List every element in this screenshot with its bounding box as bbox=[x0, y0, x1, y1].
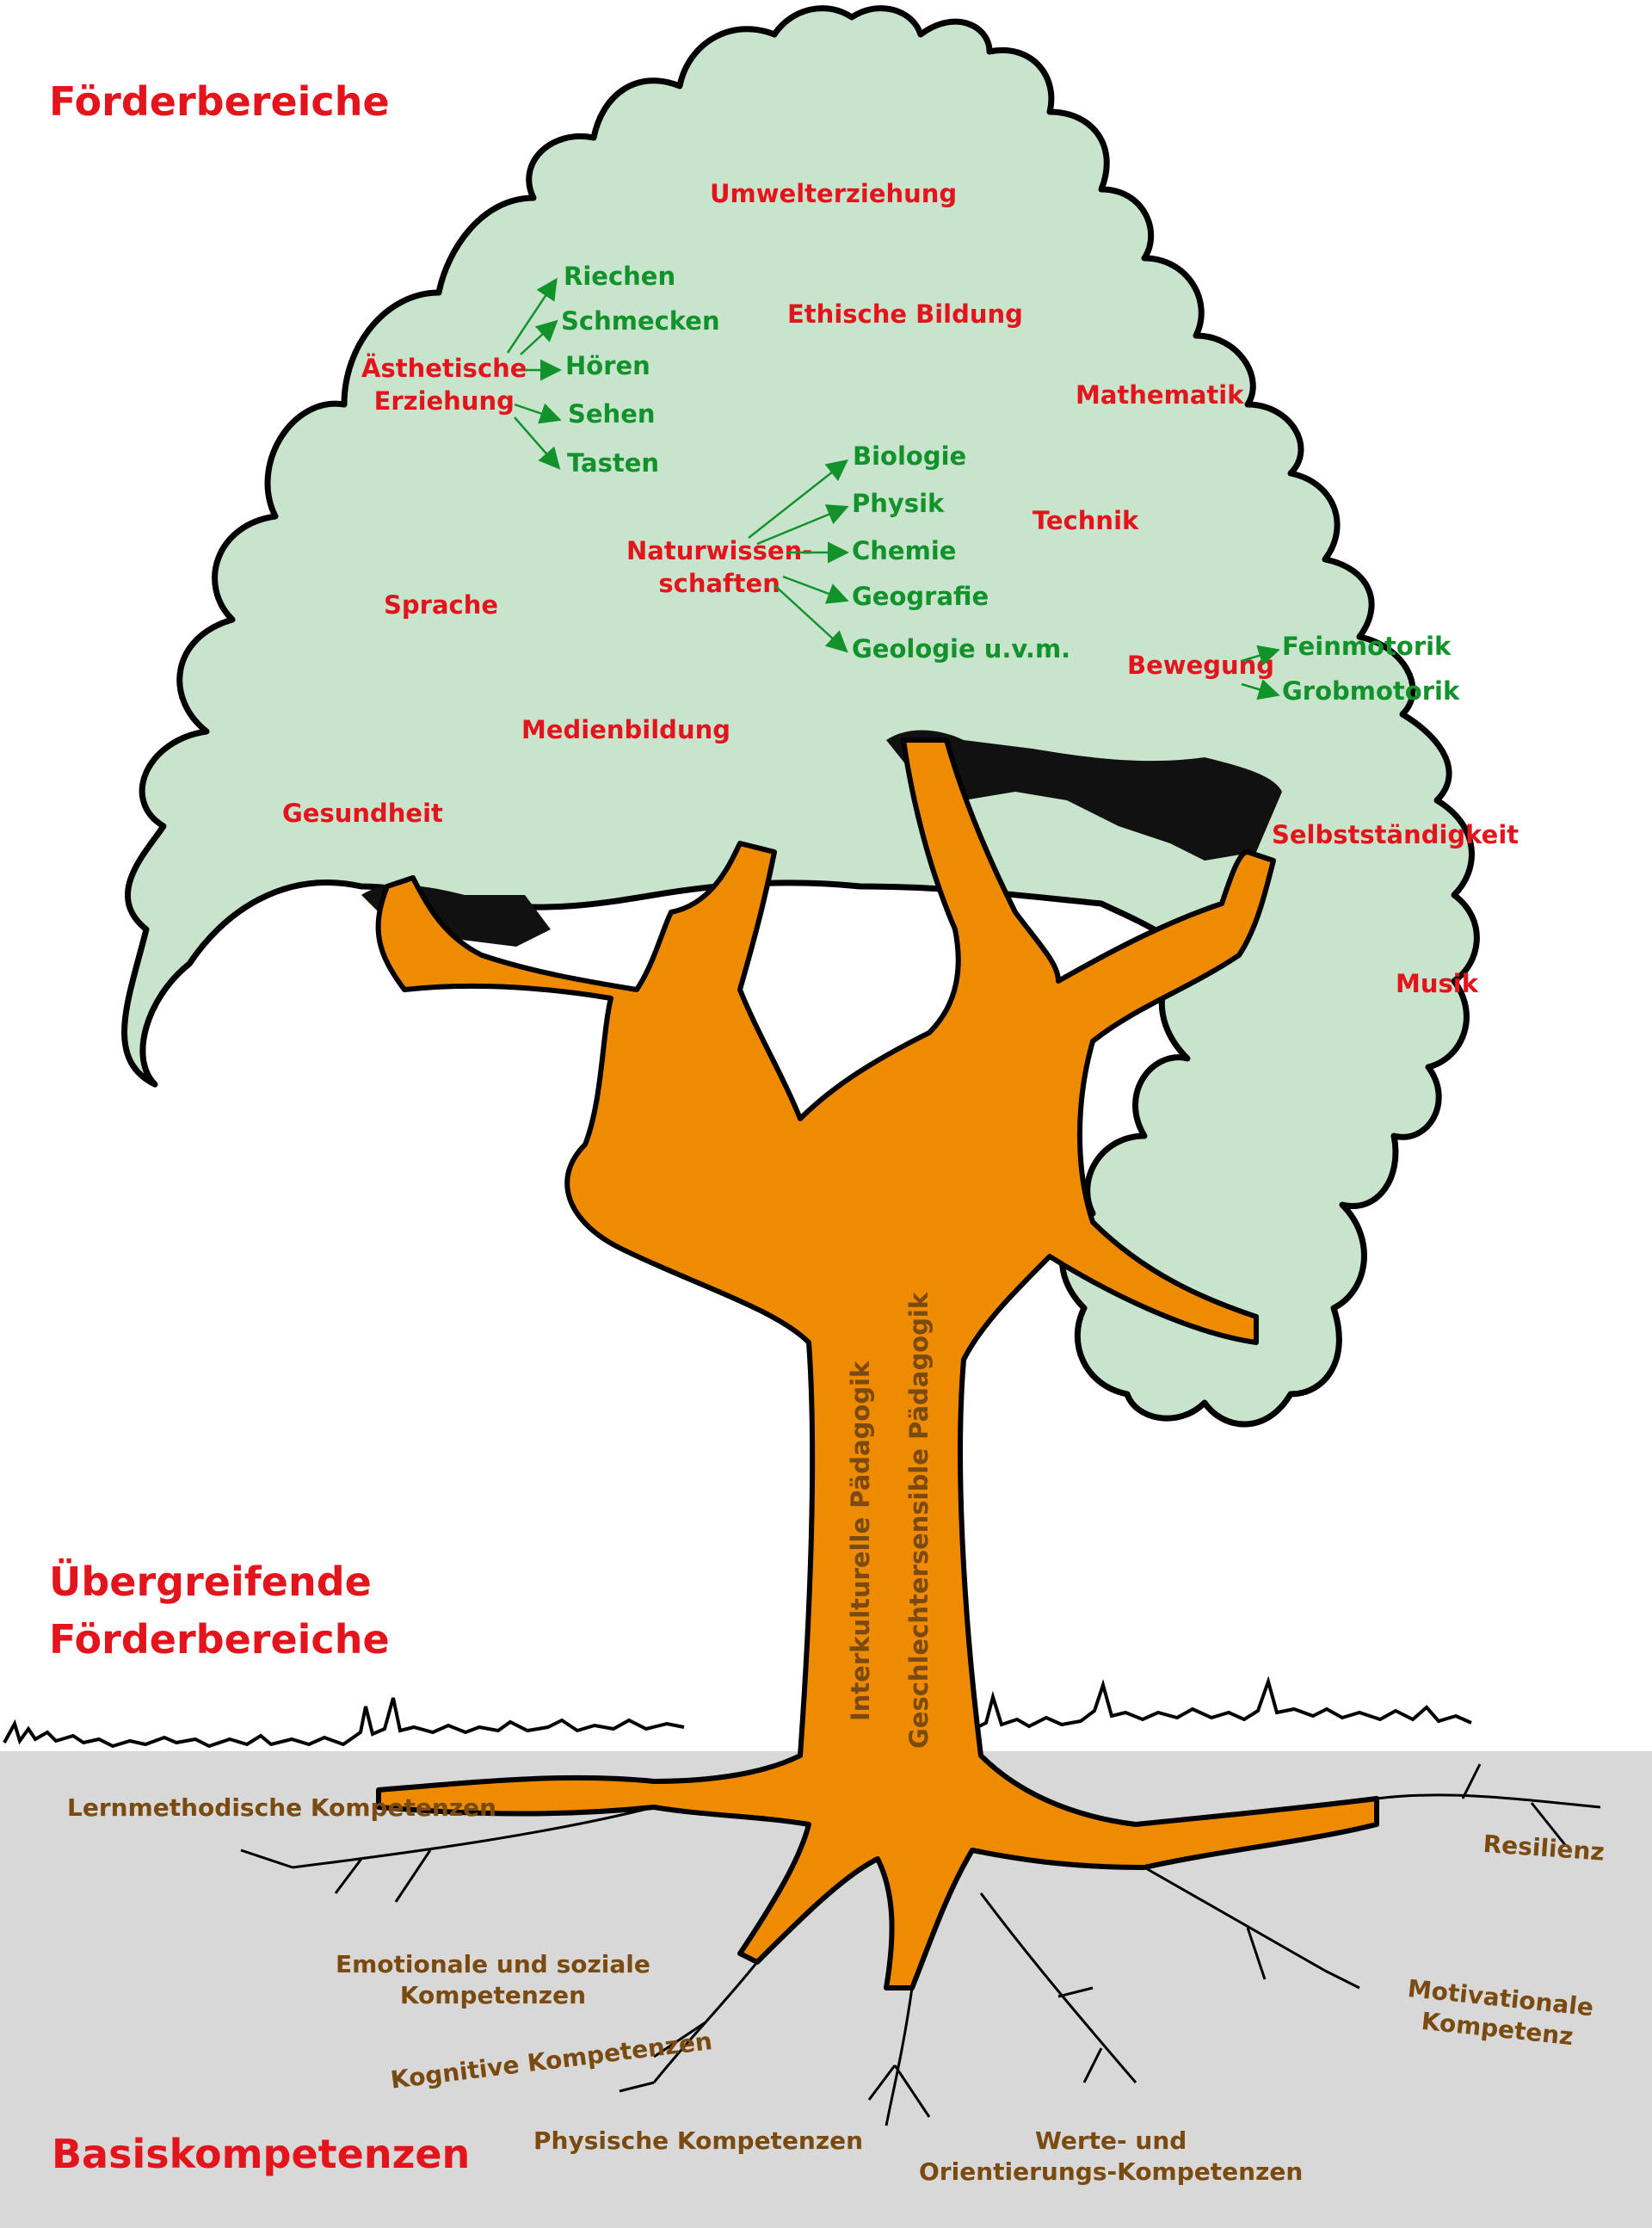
motor-grobmotorik: Grobmotorik bbox=[1282, 676, 1459, 708]
area-aesthetische-line2: Erziehung bbox=[361, 386, 527, 418]
root-emo-line1: Emotionale und soziale bbox=[336, 1949, 650, 1980]
science-biologie: Biologie bbox=[853, 441, 966, 473]
science-geografie: Geografie bbox=[852, 581, 989, 614]
area-selbststaendigkeit: Selbstständigkeit bbox=[1272, 819, 1519, 852]
science-geologie: Geologie u.v.m. bbox=[852, 633, 1070, 666]
root-physische: Physische Kompetenzen bbox=[533, 2126, 863, 2157]
section-title-uebergreifend: Übergreifende bbox=[49, 1553, 372, 1611]
area-bewegung: Bewegung bbox=[1127, 650, 1274, 682]
area-naturwissenschaften: Naturwissen- schaften bbox=[626, 535, 812, 600]
root-emo-line2: Kompetenzen bbox=[336, 1980, 650, 2011]
area-natur-line1: Naturwissen- bbox=[626, 535, 812, 568]
grass-line bbox=[4, 1682, 1471, 1746]
area-ethische-bildung: Ethische Bildung bbox=[787, 299, 1023, 331]
area-aesthetische-line1: Ästhetische bbox=[361, 353, 527, 386]
sense-tasten: Tasten bbox=[567, 447, 659, 480]
root-werte-line1: Werte- und bbox=[919, 2126, 1303, 2157]
area-umwelterziehung: Umwelterziehung bbox=[710, 178, 957, 211]
sense-sehen: Sehen bbox=[568, 398, 656, 431]
area-aesthetische-erziehung: Ästhetische Erziehung bbox=[361, 353, 527, 417]
area-mathematik: Mathematik bbox=[1076, 380, 1243, 412]
trunk-geschlechtersensible-paedagogik: Geschlechtersensible Pädagogik bbox=[903, 1293, 936, 1749]
root-werte-line2: Orientierungs-Kompetenzen bbox=[919, 2157, 1303, 2188]
area-technik: Technik bbox=[1032, 505, 1138, 538]
sense-schmecken: Schmecken bbox=[561, 306, 720, 338]
root-lernmethodische: Lernmethodische Kompetenzen bbox=[67, 1793, 496, 1824]
sense-riechen: Riechen bbox=[564, 261, 675, 293]
area-musik: Musik bbox=[1396, 968, 1478, 1001]
area-natur-line2: schaften bbox=[626, 568, 812, 601]
section-title-foerderbereiche: Förderbereiche bbox=[49, 73, 390, 131]
trunk-interkulturelle-paedagogik: Interkulturelle Pädagogik bbox=[845, 1361, 878, 1721]
motor-feinmotorik: Feinmotorik bbox=[1282, 631, 1451, 663]
area-medienbildung: Medienbildung bbox=[521, 714, 730, 747]
section-title-uebergreifend-2: Förderbereiche bbox=[49, 1611, 390, 1669]
root-werte-orientierung: Werte- und Orientierungs-Kompetenzen bbox=[919, 2126, 1303, 2188]
root-emotionale-soziale: Emotionale und soziale Kompetenzen bbox=[336, 1949, 650, 2012]
area-sprache: Sprache bbox=[384, 589, 498, 622]
science-physik: Physik bbox=[852, 488, 944, 521]
science-chemie: Chemie bbox=[852, 535, 956, 568]
section-title-basiskompetenzen: Basiskompetenzen bbox=[52, 2126, 470, 2183]
sense-hoeren: Hören bbox=[565, 350, 650, 383]
area-gesundheit: Gesundheit bbox=[282, 798, 443, 830]
